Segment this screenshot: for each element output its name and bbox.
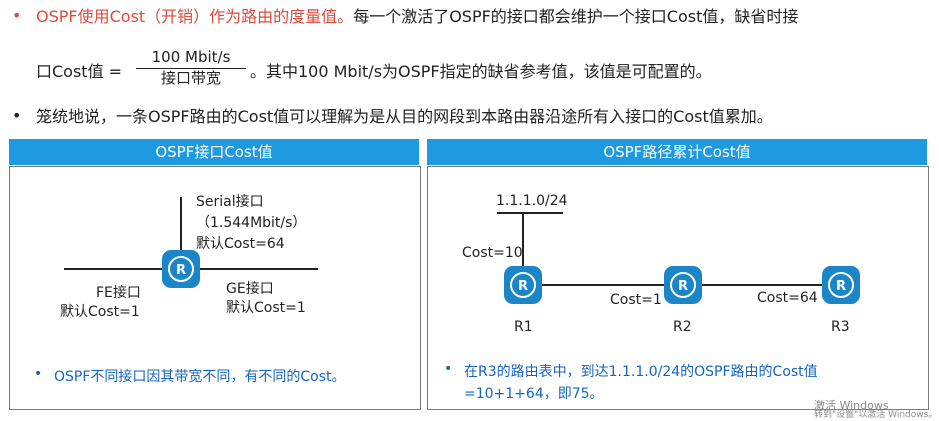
network-label: 1.1.1.0/24 <box>496 193 568 209</box>
ge-cost-label: 默认Cost=1 <box>226 300 306 316</box>
r3-cost-label: Cost=64 <box>757 290 818 306</box>
svg-text:R: R <box>836 279 846 294</box>
bullet-dot: • <box>12 106 22 125</box>
activation-watermark-title: 激活 Windows <box>814 399 889 412</box>
intro-paragraph-1: OSPF使用Cost（开销）作为路由的度量值。每一个激活了OSPF的接口都会维护… <box>36 6 798 28</box>
note-bullet-dot: • <box>34 366 43 382</box>
right-panel-title: OSPF路径累计Cost值 <box>427 139 927 165</box>
router-icon: R <box>504 266 542 304</box>
r1-label: R1 <box>514 319 533 335</box>
fe-cost-label: 默认Cost=1 <box>60 304 140 320</box>
r1-cost-label: Cost=10 <box>462 245 523 261</box>
cost-formula-suffix: 。其中100 Mbit/s为OSPF指定的缺省参考值，该值是可配置的。 <box>250 62 712 81</box>
serial-bandwidth-label: （1.544Mbit/s） <box>196 215 307 231</box>
svg-text:R: R <box>678 279 688 294</box>
svg-text:R: R <box>518 279 528 294</box>
r3-label: R3 <box>831 319 850 335</box>
intro-red-text: OSPF使用Cost（开销）作为路由的度量值。 <box>36 7 354 26</box>
bullet-dot: • <box>12 6 22 25</box>
router-icon: R <box>664 266 702 304</box>
cost-formula-prefix: 口Cost值 = <box>36 62 123 81</box>
left-panel-box <box>9 166 421 410</box>
serial-interface-label: Serial接口 <box>196 194 264 210</box>
svg-text:R: R <box>176 263 186 278</box>
intro-paragraph-2: 笼统地说，一条OSPF路由的Cost值可以理解为是从目的网段到本路由器沿途所有入… <box>36 107 773 126</box>
ge-interface-label: GE接口 <box>226 281 274 297</box>
note-bullet-dot: • <box>444 361 453 377</box>
router-icon: R <box>162 250 200 288</box>
right-panel-note-line1: 在R3的路由表中，到达1.1.1.0/24的OSPF路由的Cost值 <box>464 364 818 380</box>
left-panel-title: OSPF接口Cost值 <box>9 139 419 165</box>
right-panel-note-line2: =10+1+64，即75。 <box>464 386 604 402</box>
fraction-denominator: 接口带宽 <box>160 69 221 87</box>
fraction-numerator: 100 Mbit/s <box>136 48 246 69</box>
activation-watermark-subtitle: 转到"设置"以激活 Windows。 <box>814 410 938 420</box>
fe-interface-label: FE接口 <box>96 285 141 301</box>
left-panel-note: OSPF不同接口因其带宽不同，有不同的Cost。 <box>54 369 346 385</box>
r2-cost-label: Cost=1 <box>610 292 662 308</box>
router-icon: R <box>822 266 860 304</box>
r2-label: R2 <box>673 319 692 335</box>
intro-text: 每一个激活了OSPF的接口都会维护一个接口Cost值，缺省时接 <box>353 7 799 26</box>
cost-formula-fraction: 100 Mbit/s 接口带宽 <box>136 48 246 88</box>
serial-cost-label: 默认Cost=64 <box>196 236 285 252</box>
